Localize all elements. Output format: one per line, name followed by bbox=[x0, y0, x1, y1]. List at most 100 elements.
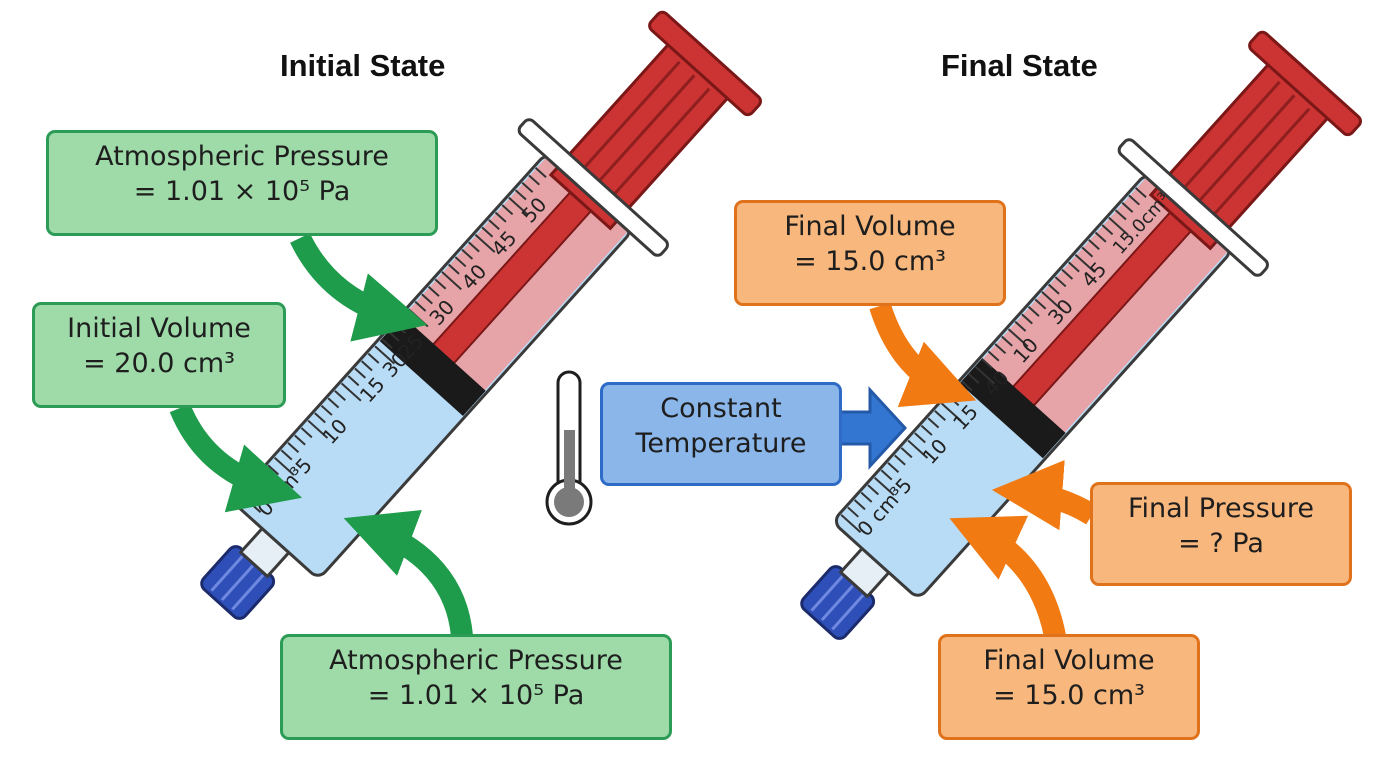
scale-tick bbox=[1014, 320, 1027, 332]
scale-tick bbox=[880, 469, 893, 481]
plunger-thumb bbox=[648, 10, 762, 117]
constant-temperature-label: Constant Temperature bbox=[600, 382, 842, 486]
scale-tick bbox=[1128, 194, 1141, 206]
scale-tick bbox=[434, 278, 447, 290]
scale-tick bbox=[1007, 328, 1029, 348]
arrow-atm-bottom bbox=[343, 509, 473, 638]
scale-tick bbox=[867, 484, 880, 496]
label-line: Constant bbox=[660, 393, 782, 424]
scale-tick bbox=[300, 427, 313, 439]
scale-tick bbox=[374, 345, 396, 365]
atmospheric-pressure-label-bottom: Atmospheric Pressure = 1.01 × 10⁵ Pa bbox=[280, 634, 672, 740]
scale-tick bbox=[441, 271, 462, 291]
scale-tick bbox=[1001, 335, 1013, 347]
scale-tick bbox=[981, 358, 993, 369]
scale-tick bbox=[987, 350, 1000, 362]
scale-tick bbox=[894, 454, 906, 466]
label-line: Final Volume bbox=[983, 645, 1155, 676]
scale-tick bbox=[354, 367, 367, 379]
arrow-final-pressure bbox=[991, 460, 1098, 531]
scale-tick bbox=[334, 390, 346, 401]
label-line: Final Pressure bbox=[1127, 493, 1315, 524]
scale-tick bbox=[860, 491, 873, 503]
scale-tick bbox=[307, 419, 329, 439]
plunger-thumb bbox=[1248, 30, 1362, 137]
scale-tick bbox=[427, 286, 440, 297]
final-pressure-label: Final Pressure = ? Pa bbox=[1090, 482, 1352, 586]
scale-tick bbox=[454, 256, 467, 268]
scale-tick bbox=[1034, 298, 1047, 310]
scale-tick bbox=[508, 196, 529, 216]
scale-tick bbox=[320, 404, 333, 416]
arrow-constant-temp bbox=[838, 386, 908, 470]
final-syringe: 0 cm³ 5 10 15 40 10 30 45 15.0cm³ bbox=[800, 30, 1362, 640]
scale-tick bbox=[347, 375, 360, 387]
scale-tick bbox=[521, 182, 534, 193]
atmospheric-pressure-label-top: Atmospheric Pressure = 1.01 × 10⁵ Pa bbox=[46, 130, 438, 236]
arrow-final-volume-top bbox=[869, 302, 977, 407]
label-line: Atmospheric Pressure bbox=[329, 645, 623, 676]
scale-tick bbox=[447, 263, 460, 275]
scale-tick bbox=[461, 248, 474, 260]
final-volume-label-bottom: Final Volume = 15.0 cm³ bbox=[938, 634, 1200, 740]
scale-tick bbox=[914, 432, 926, 444]
scale-tick bbox=[327, 397, 340, 409]
scale-tick bbox=[1134, 187, 1147, 199]
label-line: = ? Pa bbox=[1178, 528, 1264, 559]
arrow-atm-top bbox=[290, 232, 428, 342]
scale-tick bbox=[1027, 306, 1040, 317]
scale-tick bbox=[873, 476, 895, 496]
rubber-stopper bbox=[959, 358, 1066, 459]
scale-tick bbox=[474, 234, 496, 253]
scale-tick bbox=[528, 174, 541, 186]
arrow-final-volume-bottom bbox=[949, 515, 1066, 639]
label-line: Atmospheric Pressure bbox=[95, 141, 389, 172]
scale-tick bbox=[907, 439, 929, 459]
scale-tick bbox=[1088, 239, 1100, 251]
scale-tick bbox=[934, 410, 946, 421]
initial-volume-label: Initial Volume = 20.0 cm³ bbox=[32, 302, 286, 408]
scale-tick bbox=[468, 241, 480, 253]
arrow-initial-volume bbox=[169, 403, 303, 513]
scale-tick bbox=[1074, 254, 1096, 273]
final-volume-label-top: Final Volume = 15.0 cm³ bbox=[734, 200, 1006, 306]
scale-tick bbox=[847, 506, 859, 518]
label-line: = 15.0 cm³ bbox=[794, 246, 946, 277]
scale-tick bbox=[367, 352, 380, 364]
scale-tick bbox=[1114, 209, 1127, 221]
final-state-title: Final State bbox=[941, 48, 1098, 83]
label-line: = 1.01 × 10⁵ Pa bbox=[367, 680, 585, 711]
label-line: Initial Volume bbox=[67, 313, 251, 344]
scale-tick bbox=[481, 226, 494, 238]
label-line: = 1.01 × 10⁵ Pa bbox=[133, 176, 351, 207]
scale-tick bbox=[1041, 291, 1062, 311]
scale-tick bbox=[1047, 283, 1060, 295]
scale-tick bbox=[1101, 224, 1114, 236]
label-line: Final Volume bbox=[784, 211, 956, 242]
scale-tick bbox=[1021, 313, 1033, 325]
scale-tick bbox=[887, 462, 900, 473]
scale-tick bbox=[900, 447, 913, 459]
scale-tick bbox=[1054, 276, 1067, 288]
scale-tick bbox=[514, 189, 527, 201]
scale-tick bbox=[994, 343, 1007, 355]
finger-flange bbox=[1117, 138, 1269, 277]
scale-tick bbox=[534, 167, 547, 179]
scale-tick bbox=[1081, 246, 1094, 258]
finger-flange bbox=[517, 118, 669, 257]
scale-tick bbox=[340, 382, 362, 402]
scale-tick bbox=[1108, 216, 1129, 236]
scale-tick bbox=[488, 219, 500, 231]
scale-tick bbox=[853, 499, 866, 511]
scale-tick bbox=[927, 417, 940, 429]
scale-tick bbox=[840, 514, 862, 534]
scale-tick bbox=[294, 434, 306, 446]
scale-tick bbox=[1061, 268, 1074, 280]
scale-tick bbox=[1094, 231, 1107, 243]
scale-tick bbox=[494, 211, 507, 223]
scale-tick bbox=[1121, 202, 1134, 213]
scale-tick bbox=[1068, 261, 1080, 273]
scale-tick bbox=[360, 360, 373, 372]
label-line: Temperature bbox=[635, 428, 807, 459]
